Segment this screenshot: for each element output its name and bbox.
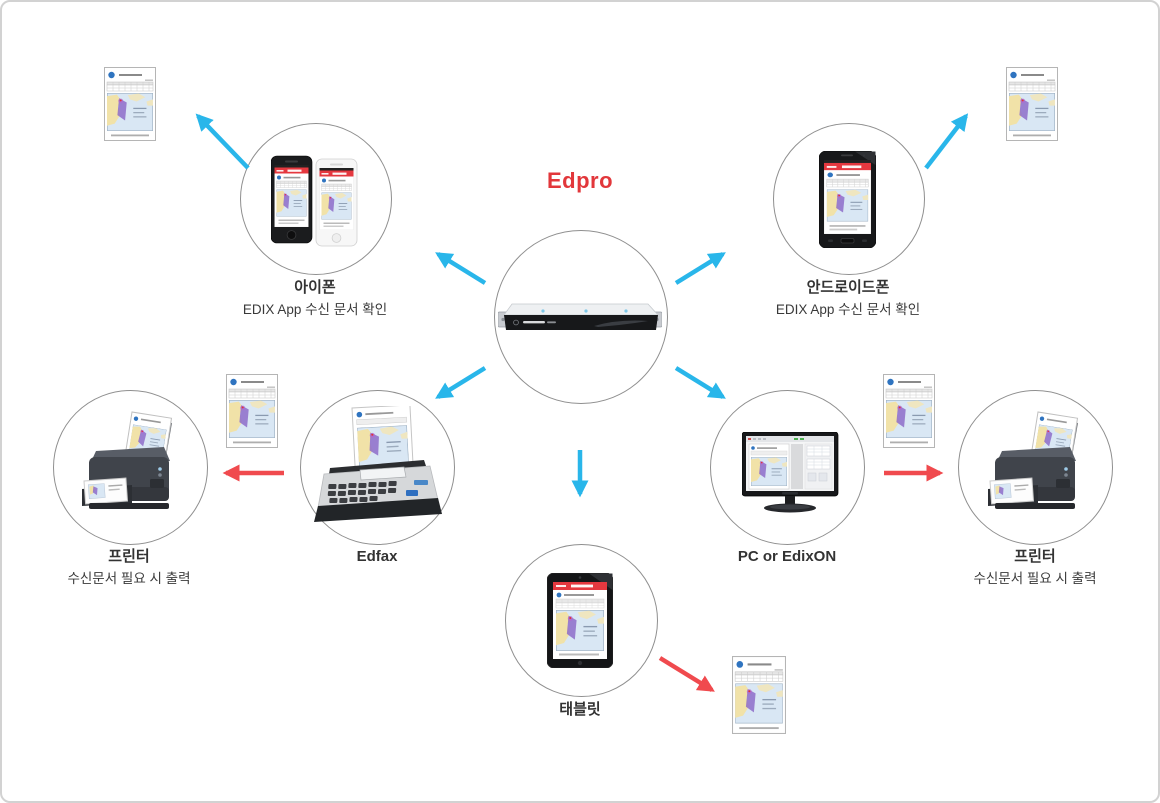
pc-screen-sidebar [804,443,833,490]
android-label: 안드로이드폰 [806,279,890,296]
android-phone-illustration [819,151,876,248]
iphone-sublabel: EDIX App 수신 문서 확인 [242,302,388,317]
pc-node-label: PC or EdixON [677,548,897,566]
tablet-node-label: 태블릿 [470,701,690,719]
rack-server-illustration [498,303,662,330]
printer-right-illustration [978,411,1090,521]
printer-right-sublabel: 수신문서 필요 시 출력 [973,571,1097,586]
iphone-pair-illustration [271,155,358,247]
edfax-illustration [314,406,442,522]
arrow-server-to-pc [674,366,726,399]
arrow-server-to-edfax [435,366,487,399]
arrow-tablet-to-document [658,656,715,692]
document-thumbnail-tablet [732,656,786,734]
document-thumbnail-top-left [104,67,156,141]
iphone-label: 아이폰 [294,279,336,296]
printer-left-node-label: 프린터 수신문서 필요 시 출력 [19,548,239,587]
iphone-white [315,158,358,247]
printer-right-label: 프린터 [1014,548,1056,565]
edfax-node-label: Edfax [267,548,487,566]
edfax-label: Edfax [356,548,398,565]
diagram-title: Edpro [546,168,614,193]
iphone-black [271,155,313,244]
arrow-server-to-iphone [435,252,487,285]
printer-left-illustration [72,411,184,521]
pc-label: PC or EdixON [737,548,837,565]
pc-monitor-illustration [742,432,839,513]
printer-left-sublabel: 수신문서 필요 시 출력 [67,571,191,586]
printer-left-label: 프린터 [108,548,150,565]
android-node-label: 안드로이드폰 EDIX App 수신 문서 확인 [738,279,958,318]
document-thumbnail-edfax [226,374,278,448]
arrow-android-to-document [924,113,969,170]
tablet-label: 태블릿 [559,701,601,718]
printer-right-node-label: 프린터 수신문서 필요 시 출력 [925,548,1145,587]
tablet-node-circle [505,544,658,697]
document-thumbnail-pc [883,374,935,448]
tablet-screen [553,582,607,659]
document-thumbnail-top-right [1006,67,1058,141]
arrow-server-to-android [674,252,726,285]
android-sublabel: EDIX App 수신 문서 확인 [775,302,921,317]
pc-screen-document [748,443,790,490]
tablet-illustration [547,573,613,668]
arrow-iphone-to-document [195,113,250,170]
iphone-node-label: 아이폰 EDIX App 수신 문서 확인 [205,279,425,318]
